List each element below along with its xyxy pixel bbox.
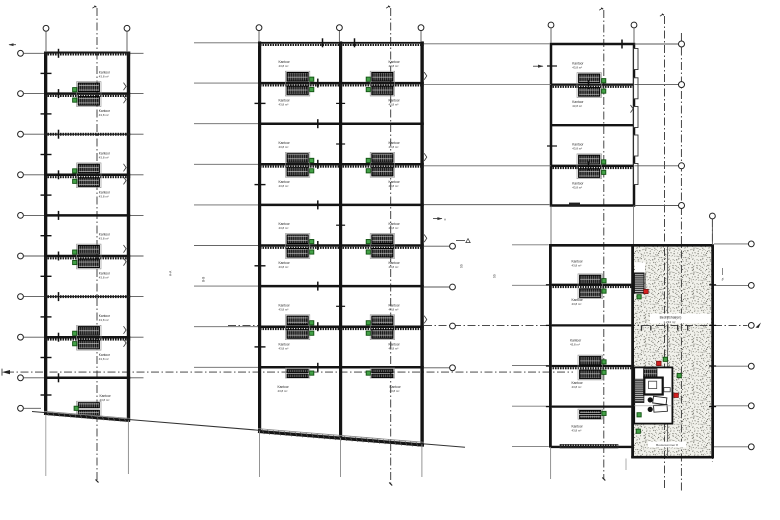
svg-text:Kantoor: Kantoor	[389, 222, 401, 226]
svg-text:43,8 m²: 43,8 m²	[389, 265, 399, 269]
svg-text:Kantoor: Kantoor	[572, 298, 584, 302]
svg-text:43,8 m²: 43,8 m²	[572, 264, 582, 268]
svg-text:Kantoor: Kantoor	[100, 394, 112, 398]
svg-text:43,8 m²: 43,8 m²	[279, 103, 289, 107]
svg-text:43,8 m²: 43,8 m²	[572, 185, 582, 189]
svg-text:Kantoor: Kantoor	[389, 303, 401, 307]
svg-text:bb: bb	[460, 264, 464, 268]
svg-text:43,8 m²: 43,8 m²	[572, 147, 582, 151]
svg-text:Kantoor: Kantoor	[279, 261, 291, 265]
svg-text:43,8 m²: 43,8 m²	[570, 343, 580, 347]
svg-text:43,8 m²: 43,8 m²	[99, 194, 109, 198]
svg-text:43,8 m²: 43,8 m²	[279, 64, 289, 68]
svg-text:Kantoor: Kantoor	[572, 425, 584, 429]
svg-text:Kantoor: Kantoor	[389, 261, 401, 265]
svg-text:43,8 m²: 43,8 m²	[389, 145, 399, 149]
svg-text:Kantoor: Kantoor	[389, 141, 401, 145]
svg-text:Kantoor: Kantoor	[390, 385, 402, 389]
svg-text:43,8 m²: 43,8 m²	[389, 346, 399, 350]
svg-text:43,8 m²: 43,8 m²	[390, 389, 400, 393]
svg-text:43,8 m²: 43,8 m²	[572, 302, 582, 306]
svg-text:Kantoor: Kantoor	[99, 353, 111, 357]
svg-text:Kantoor: Kantoor	[389, 342, 401, 346]
svg-text:Kantoor: Kantoor	[570, 339, 582, 343]
svg-text:43,8 m²: 43,8 m²	[278, 389, 288, 393]
svg-text:Bedrijfshal(en): Bedrijfshal(en)	[660, 316, 682, 320]
svg-text:Kantoor: Kantoor	[279, 303, 291, 307]
svg-text:Kantoor: Kantoor	[279, 60, 291, 64]
svg-text:43,8 m²: 43,8 m²	[99, 237, 109, 241]
svg-text:43,8 m²: 43,8 m²	[99, 276, 109, 280]
svg-text:Kantoor: Kantoor	[99, 190, 111, 194]
svg-text:43,8 m²: 43,8 m²	[389, 184, 399, 188]
svg-text:Kantoor: Kantoor	[99, 152, 111, 156]
svg-text:43,8 m²: 43,8 m²	[279, 307, 289, 311]
svg-text:Kantoor: Kantoor	[572, 381, 584, 385]
svg-text:Kantoor: Kantoor	[572, 100, 584, 104]
svg-text:43,8 m²: 43,8 m²	[279, 265, 289, 269]
svg-text:43,8 m²: 43,8 m²	[99, 156, 109, 160]
svg-text:Kantoor: Kantoor	[279, 222, 291, 226]
svg-text:43,8 m²: 43,8 m²	[99, 318, 109, 322]
svg-text:Kantoor: Kantoor	[99, 70, 111, 74]
svg-text:Bouwnummer 8: Bouwnummer 8	[656, 443, 678, 447]
svg-text:43,8 m²: 43,8 m²	[279, 145, 289, 149]
svg-text:bnr 1: bnr 1	[661, 288, 665, 295]
svg-text:43,8 m²: 43,8 m²	[389, 226, 399, 230]
svg-text:4a: 4a	[721, 277, 725, 281]
svg-text:Kantoor: Kantoor	[99, 272, 111, 276]
svg-text:43,8 m²: 43,8 m²	[389, 307, 399, 311]
svg-text:43,8 m²: 43,8 m²	[99, 357, 109, 361]
svg-text:43,8 m²: 43,8 m²	[389, 103, 399, 107]
svg-text:Kantoor: Kantoor	[278, 385, 290, 389]
svg-text:43,8 m²: 43,8 m²	[572, 65, 582, 69]
svg-text:43,8 m²: 43,8 m²	[279, 184, 289, 188]
svg-text:43,8 m²: 43,8 m²	[279, 226, 289, 230]
svg-text:43,8 m²: 43,8 m²	[279, 346, 289, 350]
svg-text:A: A	[444, 218, 446, 222]
svg-text:Kantoor: Kantoor	[389, 60, 401, 64]
svg-text:Kantoor: Kantoor	[572, 61, 584, 65]
svg-text:Kantoor: Kantoor	[99, 109, 111, 113]
svg-text:A-A: A-A	[169, 270, 173, 276]
svg-text:Kantoor: Kantoor	[279, 99, 291, 103]
svg-text:Kantoor: Kantoor	[279, 141, 291, 145]
svg-text:Kantoor: Kantoor	[572, 260, 584, 264]
svg-text:Kantoor: Kantoor	[99, 233, 111, 237]
svg-text:43,8 m²: 43,8 m²	[99, 113, 109, 117]
svg-text:Kantoor: Kantoor	[279, 180, 291, 184]
svg-text:Kantoor: Kantoor	[572, 143, 584, 147]
svg-text:Kantoor: Kantoor	[572, 181, 584, 185]
svg-text:1.234 m²: 1.234 m²	[664, 320, 676, 324]
svg-text:Kantoor: Kantoor	[279, 342, 291, 346]
svg-text:B-B: B-B	[202, 277, 206, 282]
svg-text:43,8 m²: 43,8 m²	[100, 398, 110, 402]
svg-text:Kantoor: Kantoor	[389, 99, 401, 103]
svg-text:bb: bb	[493, 274, 497, 278]
svg-text:43,8 m²: 43,8 m²	[572, 385, 582, 389]
svg-text:43,8 m²: 43,8 m²	[389, 64, 399, 68]
svg-text:Kantoor: Kantoor	[99, 314, 111, 318]
svg-text:43,8 m²: 43,8 m²	[572, 429, 582, 433]
svg-text:43,8 m²: 43,8 m²	[572, 104, 582, 108]
svg-text:Kantoor: Kantoor	[389, 180, 401, 184]
svg-text:43,8 m²: 43,8 m²	[99, 74, 109, 78]
